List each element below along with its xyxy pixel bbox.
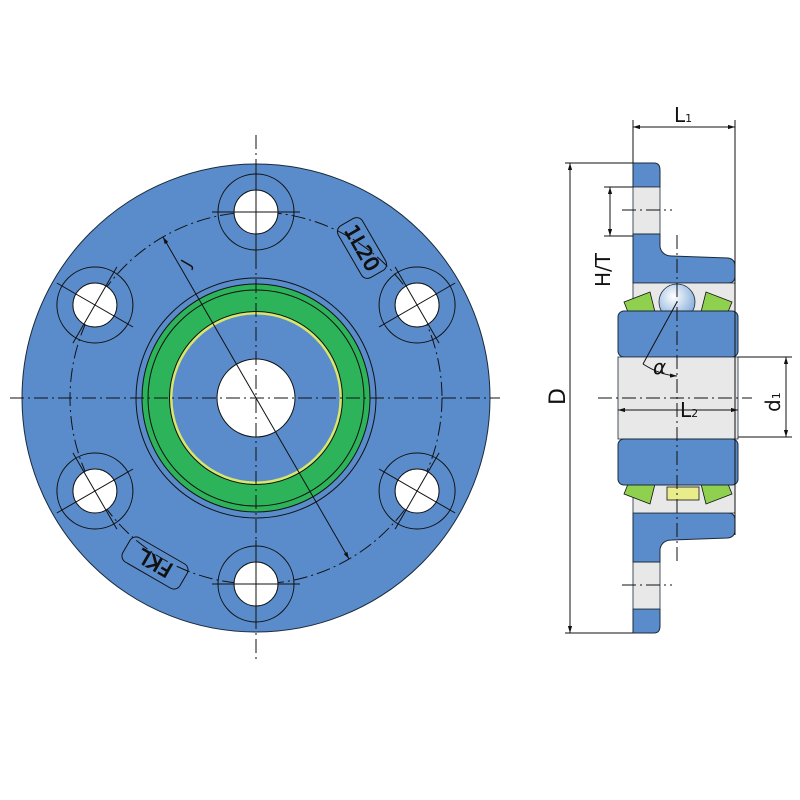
counterbore-circle xyxy=(378,452,456,530)
inner-ring-lower xyxy=(617,438,739,486)
housing-upper xyxy=(632,162,736,284)
hole-centerline xyxy=(394,266,440,344)
angle-arc xyxy=(642,363,678,378)
counterbore-circle xyxy=(56,266,134,344)
housing-lower xyxy=(632,512,736,634)
side-view: α D L1 L2 d1 H/T xyxy=(546,103,792,634)
angle-label: α xyxy=(653,355,666,379)
flange-label: H/T xyxy=(591,252,615,287)
bolt-hole xyxy=(56,452,134,530)
bolt-hole xyxy=(378,452,456,530)
inner-ring-upper xyxy=(617,310,739,358)
front-view: J 1L20 FKL xyxy=(10,135,500,660)
counterbore-circle xyxy=(378,266,456,344)
length-l2-label: L2 xyxy=(680,398,698,422)
angle-line xyxy=(642,301,678,365)
counterbore-circle xyxy=(56,452,134,530)
bore-label: d1 xyxy=(761,392,785,412)
outer-diameter-label: D xyxy=(546,388,571,405)
length-l1-label: L1 xyxy=(674,103,692,127)
hole-centerline xyxy=(72,452,118,530)
bolt-circle-dimension xyxy=(162,236,350,560)
hole-centerline xyxy=(394,452,440,530)
hole-centerline xyxy=(72,266,118,344)
set-screw xyxy=(666,486,700,501)
bolt-hole xyxy=(56,266,134,344)
bolt-holes xyxy=(56,168,456,628)
bolt-hole xyxy=(378,266,456,344)
